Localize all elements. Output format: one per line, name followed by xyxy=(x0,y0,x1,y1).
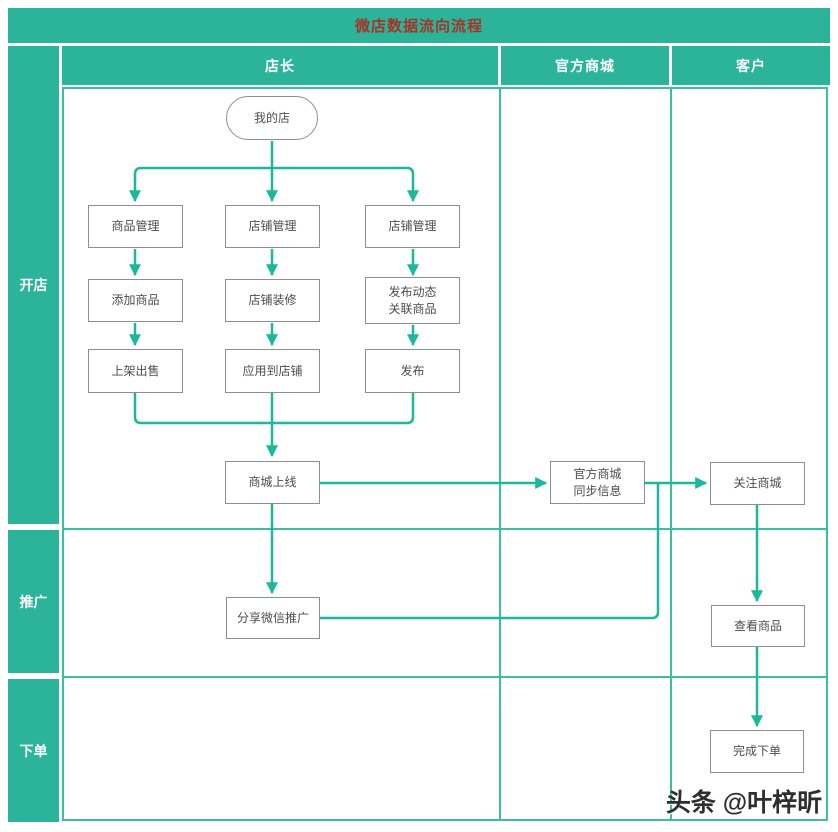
column-header-official-mall: 官方商城 xyxy=(501,46,669,85)
node-publish: 发布 xyxy=(365,349,460,393)
column-header-shopkeeper: 店长 xyxy=(62,46,498,85)
node-mall-online: 商城上线 xyxy=(225,461,320,504)
node-apply-to-shop: 应用到店铺 xyxy=(225,349,320,393)
node-official-mall-sync-info: 官方商城 同步信息 xyxy=(550,461,645,504)
lane-divider-open-promotion xyxy=(62,528,828,530)
lane-label-open-shop: 开店 xyxy=(8,46,59,524)
node-follow-mall: 关注商城 xyxy=(710,462,805,505)
lane-label-place-order: 下单 xyxy=(8,679,59,822)
node-share-wechat-promo: 分享微信推广 xyxy=(226,597,320,639)
node-shop-management-1: 店铺管理 xyxy=(225,205,320,248)
node-my-shop: 我的店 xyxy=(226,96,318,140)
column-header-customer: 客户 xyxy=(672,46,830,85)
node-publish-dynamic-link-product: 发布动态 关联商品 xyxy=(365,277,460,324)
content-area xyxy=(62,87,828,821)
column-divider-official-customer xyxy=(670,87,672,821)
node-view-product: 查看商品 xyxy=(711,605,805,647)
diagram-title: 微店数据流向流程 xyxy=(354,18,483,35)
node-complete-order: 完成下单 xyxy=(710,730,804,773)
node-product-management: 商品管理 xyxy=(88,205,183,248)
diagram-title-bar: 微店数据流向流程 xyxy=(8,8,830,43)
lane-divider-promotion-order xyxy=(62,676,828,678)
node-add-product: 添加商品 xyxy=(88,279,183,322)
column-divider-shopkeeper-official xyxy=(499,87,501,821)
lane-label-promotion: 推广 xyxy=(8,530,59,673)
node-shop-decoration: 店铺装修 xyxy=(225,279,320,322)
node-put-on-sale: 上架出售 xyxy=(88,349,183,393)
watermark-text: 头条 @叶梓昕 xyxy=(665,789,823,817)
node-shop-management-2: 店铺管理 xyxy=(365,205,460,248)
